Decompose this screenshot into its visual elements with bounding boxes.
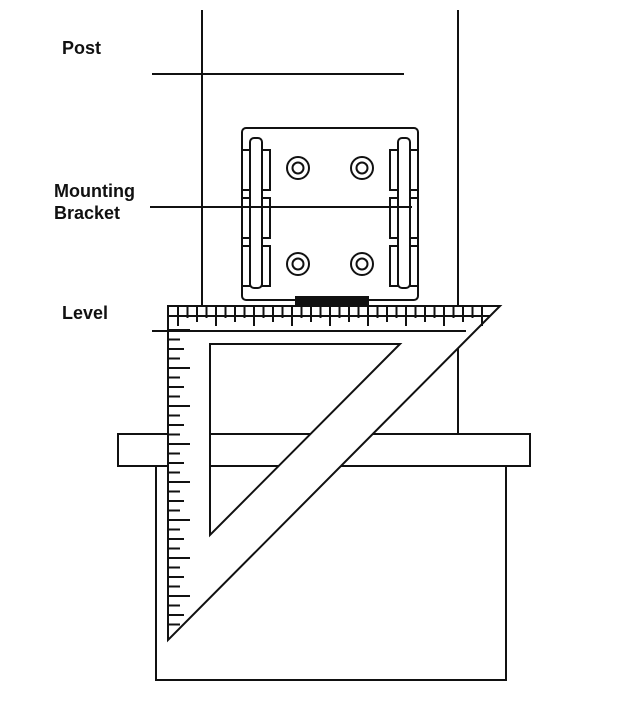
mounting-bracket-label-line1: Mounting (54, 181, 135, 201)
mounting-bracket (241, 127, 419, 307)
mounting-bracket-label: Mounting Bracket (54, 180, 135, 224)
post-label: Post (62, 38, 102, 58)
level-label: Level (62, 303, 109, 323)
mounting-bracket-label-line2: Bracket (54, 203, 121, 223)
ruler-ticks (168, 306, 483, 626)
